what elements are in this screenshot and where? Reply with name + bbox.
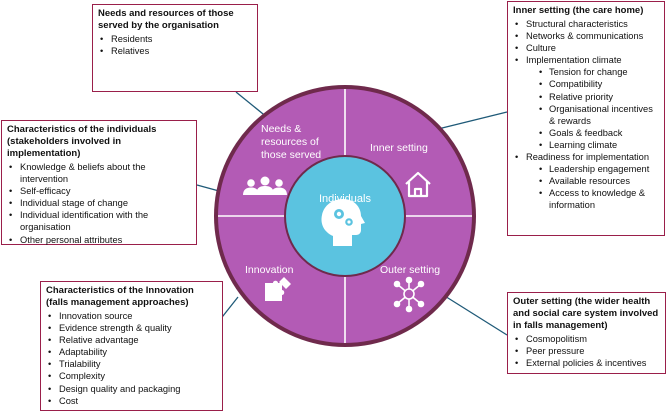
sub-list-item: Organisational incentives & rewards — [513, 103, 659, 127]
list-item: Trialability — [46, 358, 217, 370]
list-item: Adaptability — [46, 346, 217, 358]
list-item: Innovation source — [46, 310, 217, 322]
list-item: Residents — [98, 33, 252, 45]
innovation-box: Characteristics of the Innovation (falls… — [40, 281, 223, 411]
list-item: Knowledge & beliefs about the interventi… — [7, 161, 191, 185]
list-item: Culture — [513, 42, 659, 54]
inner-setting-list: Structural characteristicsNetworks & com… — [513, 18, 659, 212]
list-item: Cost — [46, 395, 217, 407]
list-item: Networks & communications — [513, 30, 659, 42]
list-item: Cosmopolitism — [513, 333, 660, 345]
list-item: Self-efficacy — [7, 185, 191, 197]
needs-resources-box: Needs and resources of those served by t… — [92, 4, 258, 92]
list-item: Implementation climate — [513, 54, 659, 66]
inner-setting-title: Inner setting (the care home) — [513, 5, 644, 16]
innovation-list: Innovation sourceEvidence strength & qua… — [46, 310, 217, 407]
sub-list-item: Tension for change — [513, 66, 659, 78]
sub-list-item: Relative priority — [513, 91, 659, 103]
network-icon — [393, 276, 425, 313]
list-item: Relatives — [98, 45, 252, 57]
house-icon — [405, 171, 431, 198]
outer-setting-title: Outer setting (the wider health and soci… — [513, 296, 659, 331]
list-item: Individual identification with the organ… — [7, 209, 191, 233]
list-item: Readiness for implementation — [513, 151, 659, 163]
list-item: Design quality and packaging — [46, 383, 217, 395]
segment-label-outer: Outer setting — [380, 264, 441, 276]
list-item: Evidence strength & quality — [46, 322, 217, 334]
segment-label-innovation: Innovation — [245, 264, 294, 276]
sub-list-item: Available resources — [513, 175, 659, 187]
inner-setting-box: Inner setting (the care home) Structural… — [507, 1, 665, 236]
needs-resources-list: ResidentsRelatives — [98, 33, 252, 57]
list-item: Individual stage of change — [7, 197, 191, 209]
connector-outer — [439, 292, 508, 336]
sub-list-item: Access to knowledge & information — [513, 187, 659, 211]
center-label: Individuals — [319, 193, 371, 205]
sub-list-item: Learning climate — [513, 139, 659, 151]
outer-setting-list: CosmopolitismPeer pressureExternal polic… — [513, 333, 660, 369]
list-item: Relative advantage — [46, 334, 217, 346]
individuals-title: Characteristics of the individuals (stak… — [7, 124, 157, 159]
list-item: External policies & incentives — [513, 357, 660, 369]
list-item: Peer pressure — [513, 345, 660, 357]
people-group-icon — [243, 176, 287, 195]
individuals-list: Knowledge & beliefs about the interventi… — [7, 161, 191, 246]
list-item: Other personal attributes — [7, 234, 191, 246]
list-item: Structural characteristics — [513, 18, 659, 30]
sub-list-item: Goals & feedback — [513, 127, 659, 139]
sub-list-item: Compatibility — [513, 78, 659, 90]
segment-label-inner: Inner setting — [370, 142, 428, 154]
innovation-title: Characteristics of the Innovation (falls… — [46, 285, 194, 308]
puzzle-icon — [265, 277, 291, 301]
list-item: Complexity — [46, 370, 217, 382]
sub-list-item: Leadership engagement — [513, 163, 659, 175]
connector-needs — [235, 91, 269, 119]
outer-setting-box: Outer setting (the wider health and soci… — [507, 292, 666, 374]
needs-resources-title: Needs and resources of those served by t… — [98, 8, 234, 31]
head-with-gears-icon — [321, 199, 365, 246]
individuals-box: Characteristics of the individuals (stak… — [1, 120, 197, 246]
connector-inner — [433, 111, 508, 131]
segment-label-needs: Needs & resources of those served — [261, 123, 322, 161]
